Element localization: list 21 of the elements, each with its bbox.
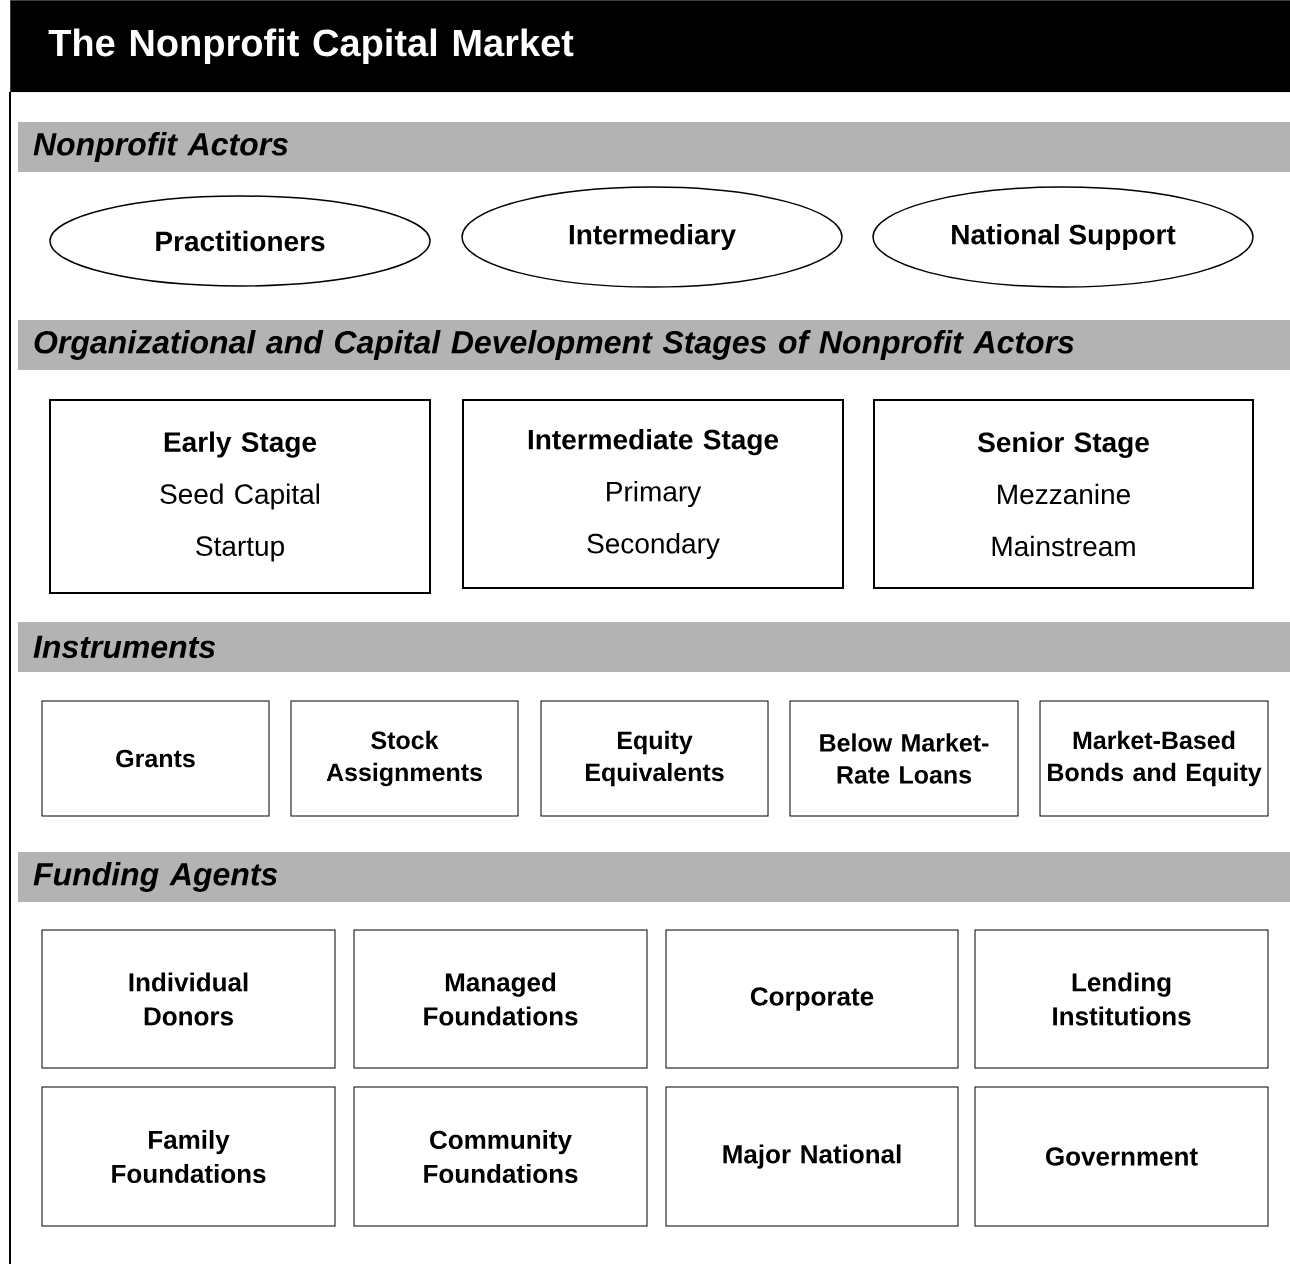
funding-box: Lending Institutions bbox=[974, 929, 1269, 1069]
title-bar: The Nonprofit Capital Market bbox=[10, 0, 1290, 93]
instrument-box: Below Market-Rate Loans bbox=[789, 700, 1019, 817]
section-band: Organizational and Capital Development Stages of Nonprofit Actors bbox=[18, 320, 1290, 370]
funding-box: Major National bbox=[665, 1086, 959, 1227]
funding-box: Individual Donors bbox=[41, 929, 336, 1069]
funding-box: Managed Foundations bbox=[353, 929, 648, 1069]
instrument-box: Market-Based Bonds and Equity bbox=[1039, 700, 1269, 817]
funding-box: Community Foundations bbox=[353, 1086, 648, 1227]
stage-box: Senior Stage Mezzanine Mainstream bbox=[873, 399, 1254, 589]
instrument-box: Equity Equivalents bbox=[540, 700, 769, 817]
section-band: Funding Agents bbox=[18, 852, 1290, 902]
stage-box: Intermediate Stage Primary Secondary bbox=[462, 399, 844, 589]
instrument-box: Grants bbox=[41, 700, 270, 817]
stage-box: Early Stage Seed Capital Startup bbox=[49, 399, 431, 594]
instrument-box: Stock Assignments bbox=[290, 700, 519, 817]
funding-box: Corporate bbox=[665, 929, 959, 1069]
section-band: Nonprofit Actors bbox=[18, 122, 1290, 172]
section-band: Instruments bbox=[18, 622, 1290, 672]
funding-box: Government bbox=[974, 1086, 1269, 1227]
funding-box: Family Foundations bbox=[41, 1086, 336, 1227]
